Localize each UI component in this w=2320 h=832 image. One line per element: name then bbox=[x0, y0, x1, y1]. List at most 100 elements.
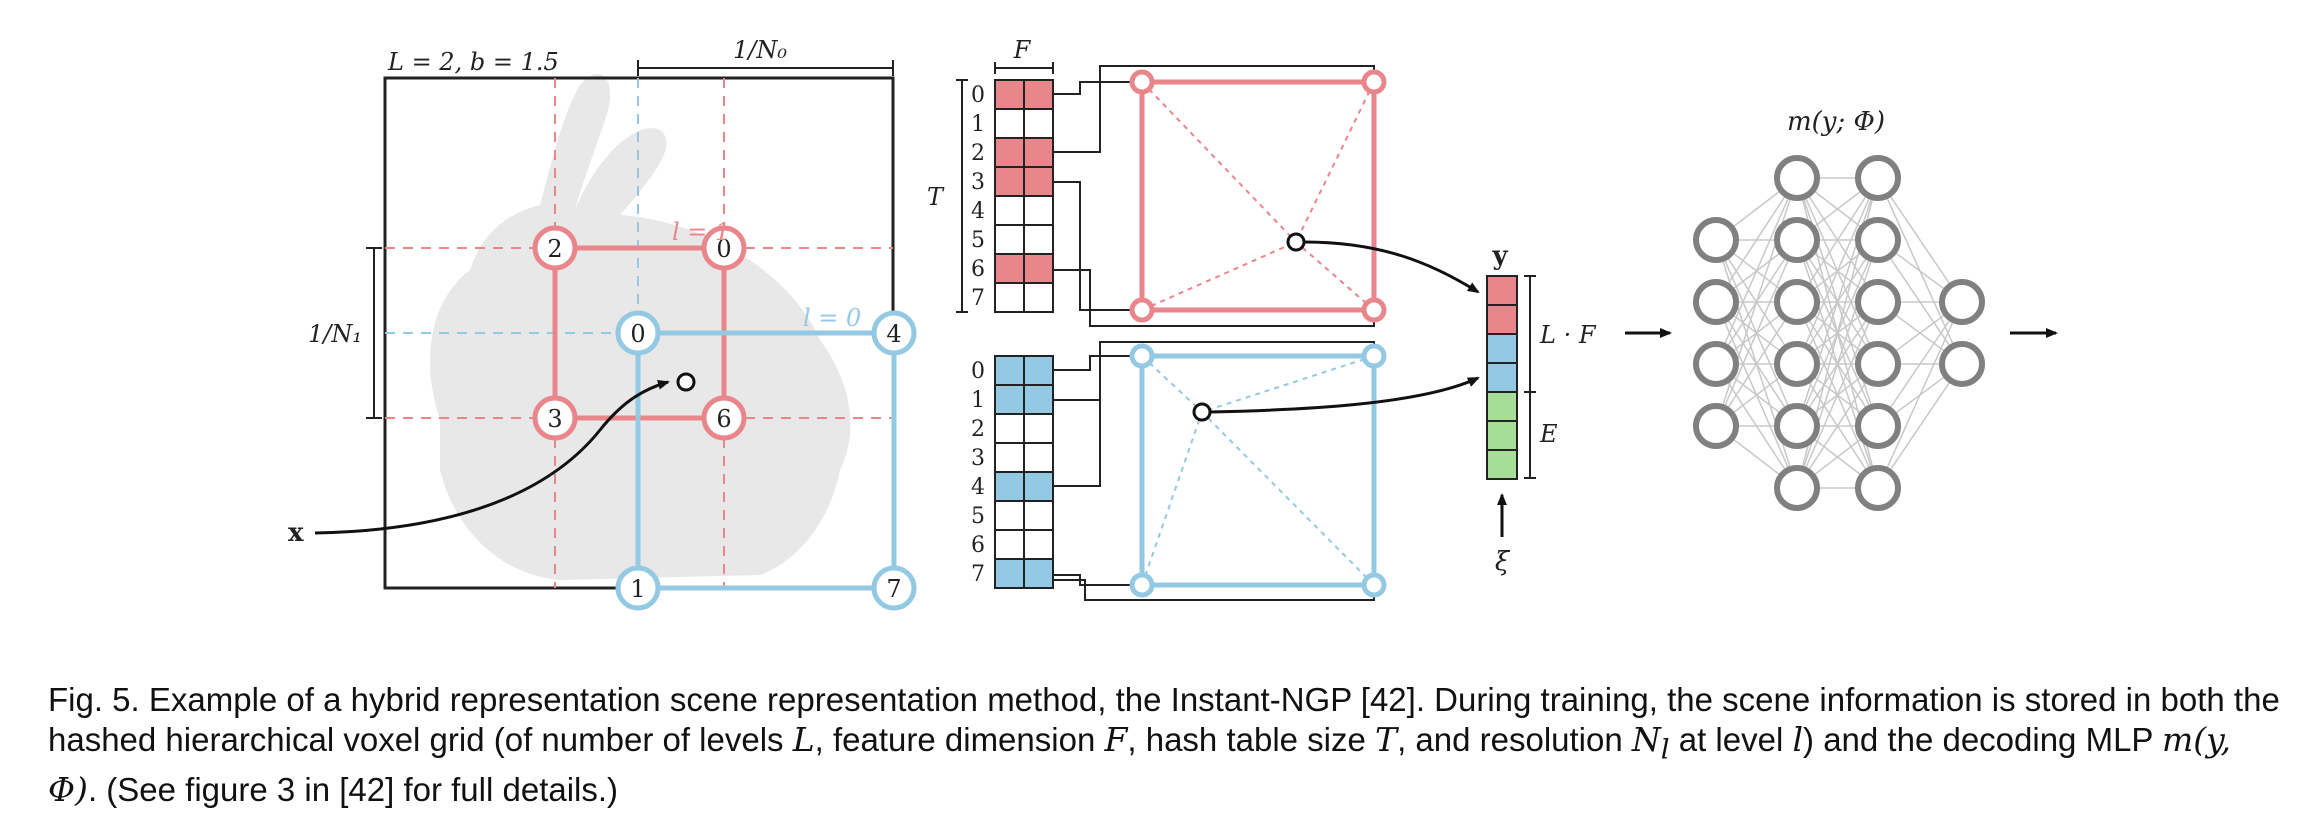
level-1-label: l = 1 bbox=[672, 218, 730, 246]
mlp-neuron bbox=[1855, 403, 1901, 449]
mlp-edge bbox=[1715, 239, 1798, 427]
input-arrow bbox=[314, 379, 670, 535]
mlp-neuron bbox=[1774, 465, 1820, 511]
feature-vector-panel: y L · F E ξ bbox=[1486, 241, 1672, 577]
blue-table-index-label: 5 bbox=[971, 504, 985, 529]
blue-table-cell bbox=[1023, 471, 1054, 502]
red-table-cell bbox=[1023, 108, 1054, 139]
svg-text:3: 3 bbox=[547, 405, 562, 433]
mlp-neuron bbox=[1774, 217, 1820, 263]
red-table-index-label: 7 bbox=[971, 286, 985, 311]
n0-dimension bbox=[637, 60, 894, 76]
mlp-label: m(y; Φ) bbox=[1787, 107, 1885, 137]
red-table-cell bbox=[1023, 282, 1054, 313]
red-interp-point bbox=[1286, 232, 1306, 252]
svg-text:7: 7 bbox=[886, 575, 901, 603]
mlp-neuron bbox=[1693, 217, 1739, 263]
red-table-cell bbox=[1023, 166, 1054, 197]
blue-table-cell bbox=[1023, 442, 1054, 473]
red-table-cell bbox=[1023, 195, 1054, 226]
red-corner-2: 2 bbox=[532, 225, 578, 271]
blue-to-y-arrow bbox=[1209, 376, 1480, 414]
blue-table-cell bbox=[994, 413, 1025, 444]
blue-table-cell bbox=[994, 442, 1025, 473]
mlp-neuron bbox=[1774, 403, 1820, 449]
red-table-cell bbox=[994, 108, 1025, 139]
blue-table-cell bbox=[1023, 355, 1054, 386]
blue-table-cell bbox=[1023, 500, 1054, 531]
feature-cell bbox=[1486, 420, 1518, 451]
mlp-panel: m(y; Φ) bbox=[1693, 107, 2058, 511]
mlp-neuron bbox=[1693, 403, 1739, 449]
blue-table-index-label: 7 bbox=[971, 562, 985, 587]
blue-lookup-connectors bbox=[1053, 341, 1375, 601]
mlp-edge bbox=[1877, 301, 1963, 427]
red-table-cell bbox=[994, 282, 1025, 313]
svg-text:0: 0 bbox=[630, 320, 645, 348]
red-table-cell bbox=[1023, 253, 1054, 284]
mlp-neuron bbox=[1855, 279, 1901, 325]
red-table-index-label: 3 bbox=[971, 170, 985, 195]
level-0-label: l = 0 bbox=[803, 304, 861, 332]
mlp-edge bbox=[1715, 177, 1798, 365]
red-corner-6: 6 bbox=[701, 395, 747, 441]
figure-caption: Fig. 5. Example of a hybrid representati… bbox=[48, 681, 2280, 809]
red-table-cell bbox=[994, 137, 1025, 168]
n1-dimension bbox=[366, 247, 382, 419]
mlp-neuron bbox=[1693, 279, 1739, 325]
n0-label: 1/N₀ bbox=[733, 36, 787, 64]
blue-corner-7: 7 bbox=[871, 565, 917, 611]
svg-text:1: 1 bbox=[630, 575, 645, 603]
xi-label: ξ bbox=[1495, 547, 1511, 577]
y-label: y bbox=[1491, 241, 1508, 271]
mlp-edge bbox=[1796, 301, 1879, 489]
red-table-cell bbox=[994, 253, 1025, 284]
mlp-nodes bbox=[1693, 155, 1985, 511]
feature-cell bbox=[1486, 333, 1518, 364]
red-table-cell bbox=[994, 195, 1025, 226]
blue-table-cell bbox=[994, 471, 1025, 502]
mlp-edges bbox=[1715, 177, 1963, 489]
blue-table-cell bbox=[1023, 384, 1054, 415]
E-label: E bbox=[1539, 420, 1558, 448]
svg-text:6: 6 bbox=[716, 405, 731, 433]
blue-table-cell bbox=[994, 500, 1025, 531]
mlp-edge bbox=[1796, 177, 1879, 303]
feature-vector bbox=[1486, 275, 1518, 480]
blue-table-cell bbox=[994, 529, 1025, 560]
blue-table-index-label: 6 bbox=[971, 533, 985, 558]
mlp-edge bbox=[1796, 177, 1879, 427]
red-table-cell bbox=[994, 166, 1025, 197]
red-interp-corners bbox=[1129, 69, 1387, 323]
red-table-index-label: 4 bbox=[971, 199, 985, 224]
red-table-cell bbox=[1023, 79, 1054, 110]
mlp-edge bbox=[1715, 177, 1798, 427]
blue-table-cell bbox=[994, 384, 1025, 415]
red-corner-3: 3 bbox=[532, 395, 578, 441]
red-to-y-arrow bbox=[1303, 240, 1480, 294]
F-label: F bbox=[1013, 36, 1032, 64]
blue-table-cell bbox=[1023, 558, 1054, 589]
feature-cell bbox=[1486, 449, 1518, 480]
mlp-edge bbox=[1715, 301, 1798, 427]
red-interp-square bbox=[1139, 79, 1377, 313]
red-table-index-label: 1 bbox=[971, 112, 985, 137]
red-table-cell bbox=[994, 79, 1025, 110]
mlp-neuron bbox=[1855, 217, 1901, 263]
blue-table-index-label: 2 bbox=[971, 417, 985, 442]
instant-ngp-diagram: 2 0 3 6 0 4 1 7 l = 1 l = 0 x L = 2, b =… bbox=[288, 36, 2058, 611]
mlp-edge bbox=[1877, 363, 1963, 489]
mlp-edge bbox=[1796, 239, 1879, 489]
blue-table-cell bbox=[1023, 529, 1054, 560]
feature-cell bbox=[1486, 391, 1518, 422]
blue-interp-point bbox=[1192, 402, 1212, 422]
blue-table-cell bbox=[1023, 413, 1054, 444]
mlp-edge bbox=[1796, 177, 1879, 365]
mlp-neuron bbox=[1855, 341, 1901, 387]
red-table-cell bbox=[1023, 137, 1054, 168]
blue-table-index-label: 0 bbox=[971, 359, 985, 384]
E-bracket bbox=[1524, 392, 1536, 479]
mlp-edge bbox=[1796, 363, 1879, 489]
svg-text:2: 2 bbox=[547, 235, 562, 263]
